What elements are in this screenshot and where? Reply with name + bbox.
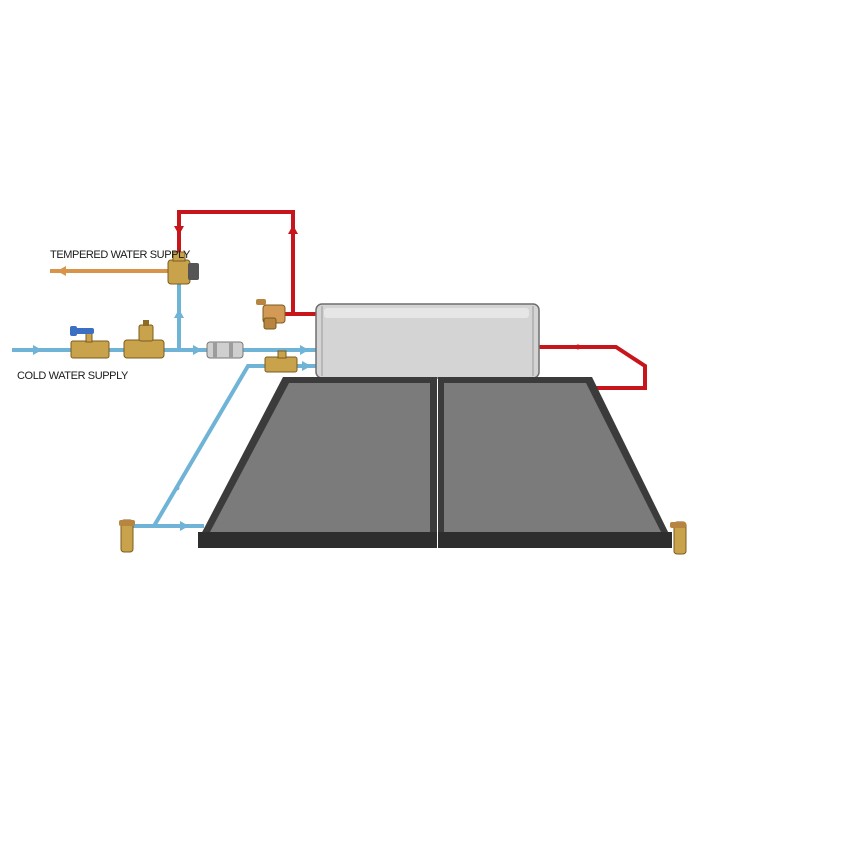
nrv-band-1 (213, 342, 217, 358)
pressure-limiting-valve (123, 320, 165, 359)
tank-inlet-valve-body (264, 356, 298, 373)
tank-inlet-valve-stem (277, 350, 287, 359)
tempering-valve-head (188, 263, 199, 280)
cold-diagonal-feed (152, 364, 262, 528)
tempering-valve (167, 251, 199, 285)
arrow-cold-inlet (33, 345, 42, 355)
panel-left-face (210, 383, 430, 532)
ball-valve-body (70, 340, 110, 359)
solar-panel-right (438, 377, 672, 548)
arrow-cold-riser (174, 309, 184, 318)
tank-highlight (324, 308, 529, 318)
drain-right-cap (670, 522, 686, 528)
panel-left-edge (198, 532, 437, 548)
tp-relief-valve (256, 299, 286, 330)
arrow-cold-main (193, 345, 202, 355)
arrow-cold-panel (180, 521, 189, 531)
ball-valve-stem (85, 332, 93, 343)
ball-valve-handle (72, 328, 94, 334)
isolation-ball-valve (70, 326, 110, 359)
arrow-hot-up (288, 225, 298, 234)
nrv-body (206, 341, 244, 359)
cold-water-supply-label: COLD WATER SUPPLY (17, 370, 129, 382)
pipe-clip-return (575, 344, 581, 350)
tempering-valve-cap (172, 251, 186, 262)
panel-right-edge (438, 532, 672, 548)
hot-panel-return (535, 345, 647, 390)
arrow-cold-tank-lower (302, 361, 311, 371)
tank-inlet-valve (264, 350, 298, 373)
arrow-hot-down (174, 226, 184, 235)
drain-left-cap (119, 520, 135, 526)
plv-bonnet (138, 324, 154, 342)
tpr-outlet (263, 317, 277, 330)
pipe-clip-diagonal (174, 485, 180, 491)
plv-body (123, 339, 165, 359)
tempering-valve-body (167, 259, 191, 285)
arrow-tempered-out (57, 266, 66, 276)
arrow-cold-tank (300, 345, 309, 355)
tpr-lever (256, 299, 266, 305)
drain-valve-right (670, 521, 687, 555)
non-return-valve (206, 341, 244, 359)
flow-arrows (33, 225, 581, 531)
drain-valve-left (119, 519, 135, 553)
panel-right-face (444, 383, 661, 532)
ball-valve-handle-tip (70, 326, 77, 336)
hot-water-pipes (177, 210, 647, 390)
tempered-water-supply-label: TEMPERED WATER SUPPLY (50, 249, 191, 261)
nrv-band-2 (229, 342, 233, 358)
plv-cap (143, 320, 149, 326)
solar-panel-left (198, 377, 437, 548)
hot-line-to-mixer (177, 210, 295, 314)
storage-tank (315, 303, 540, 379)
